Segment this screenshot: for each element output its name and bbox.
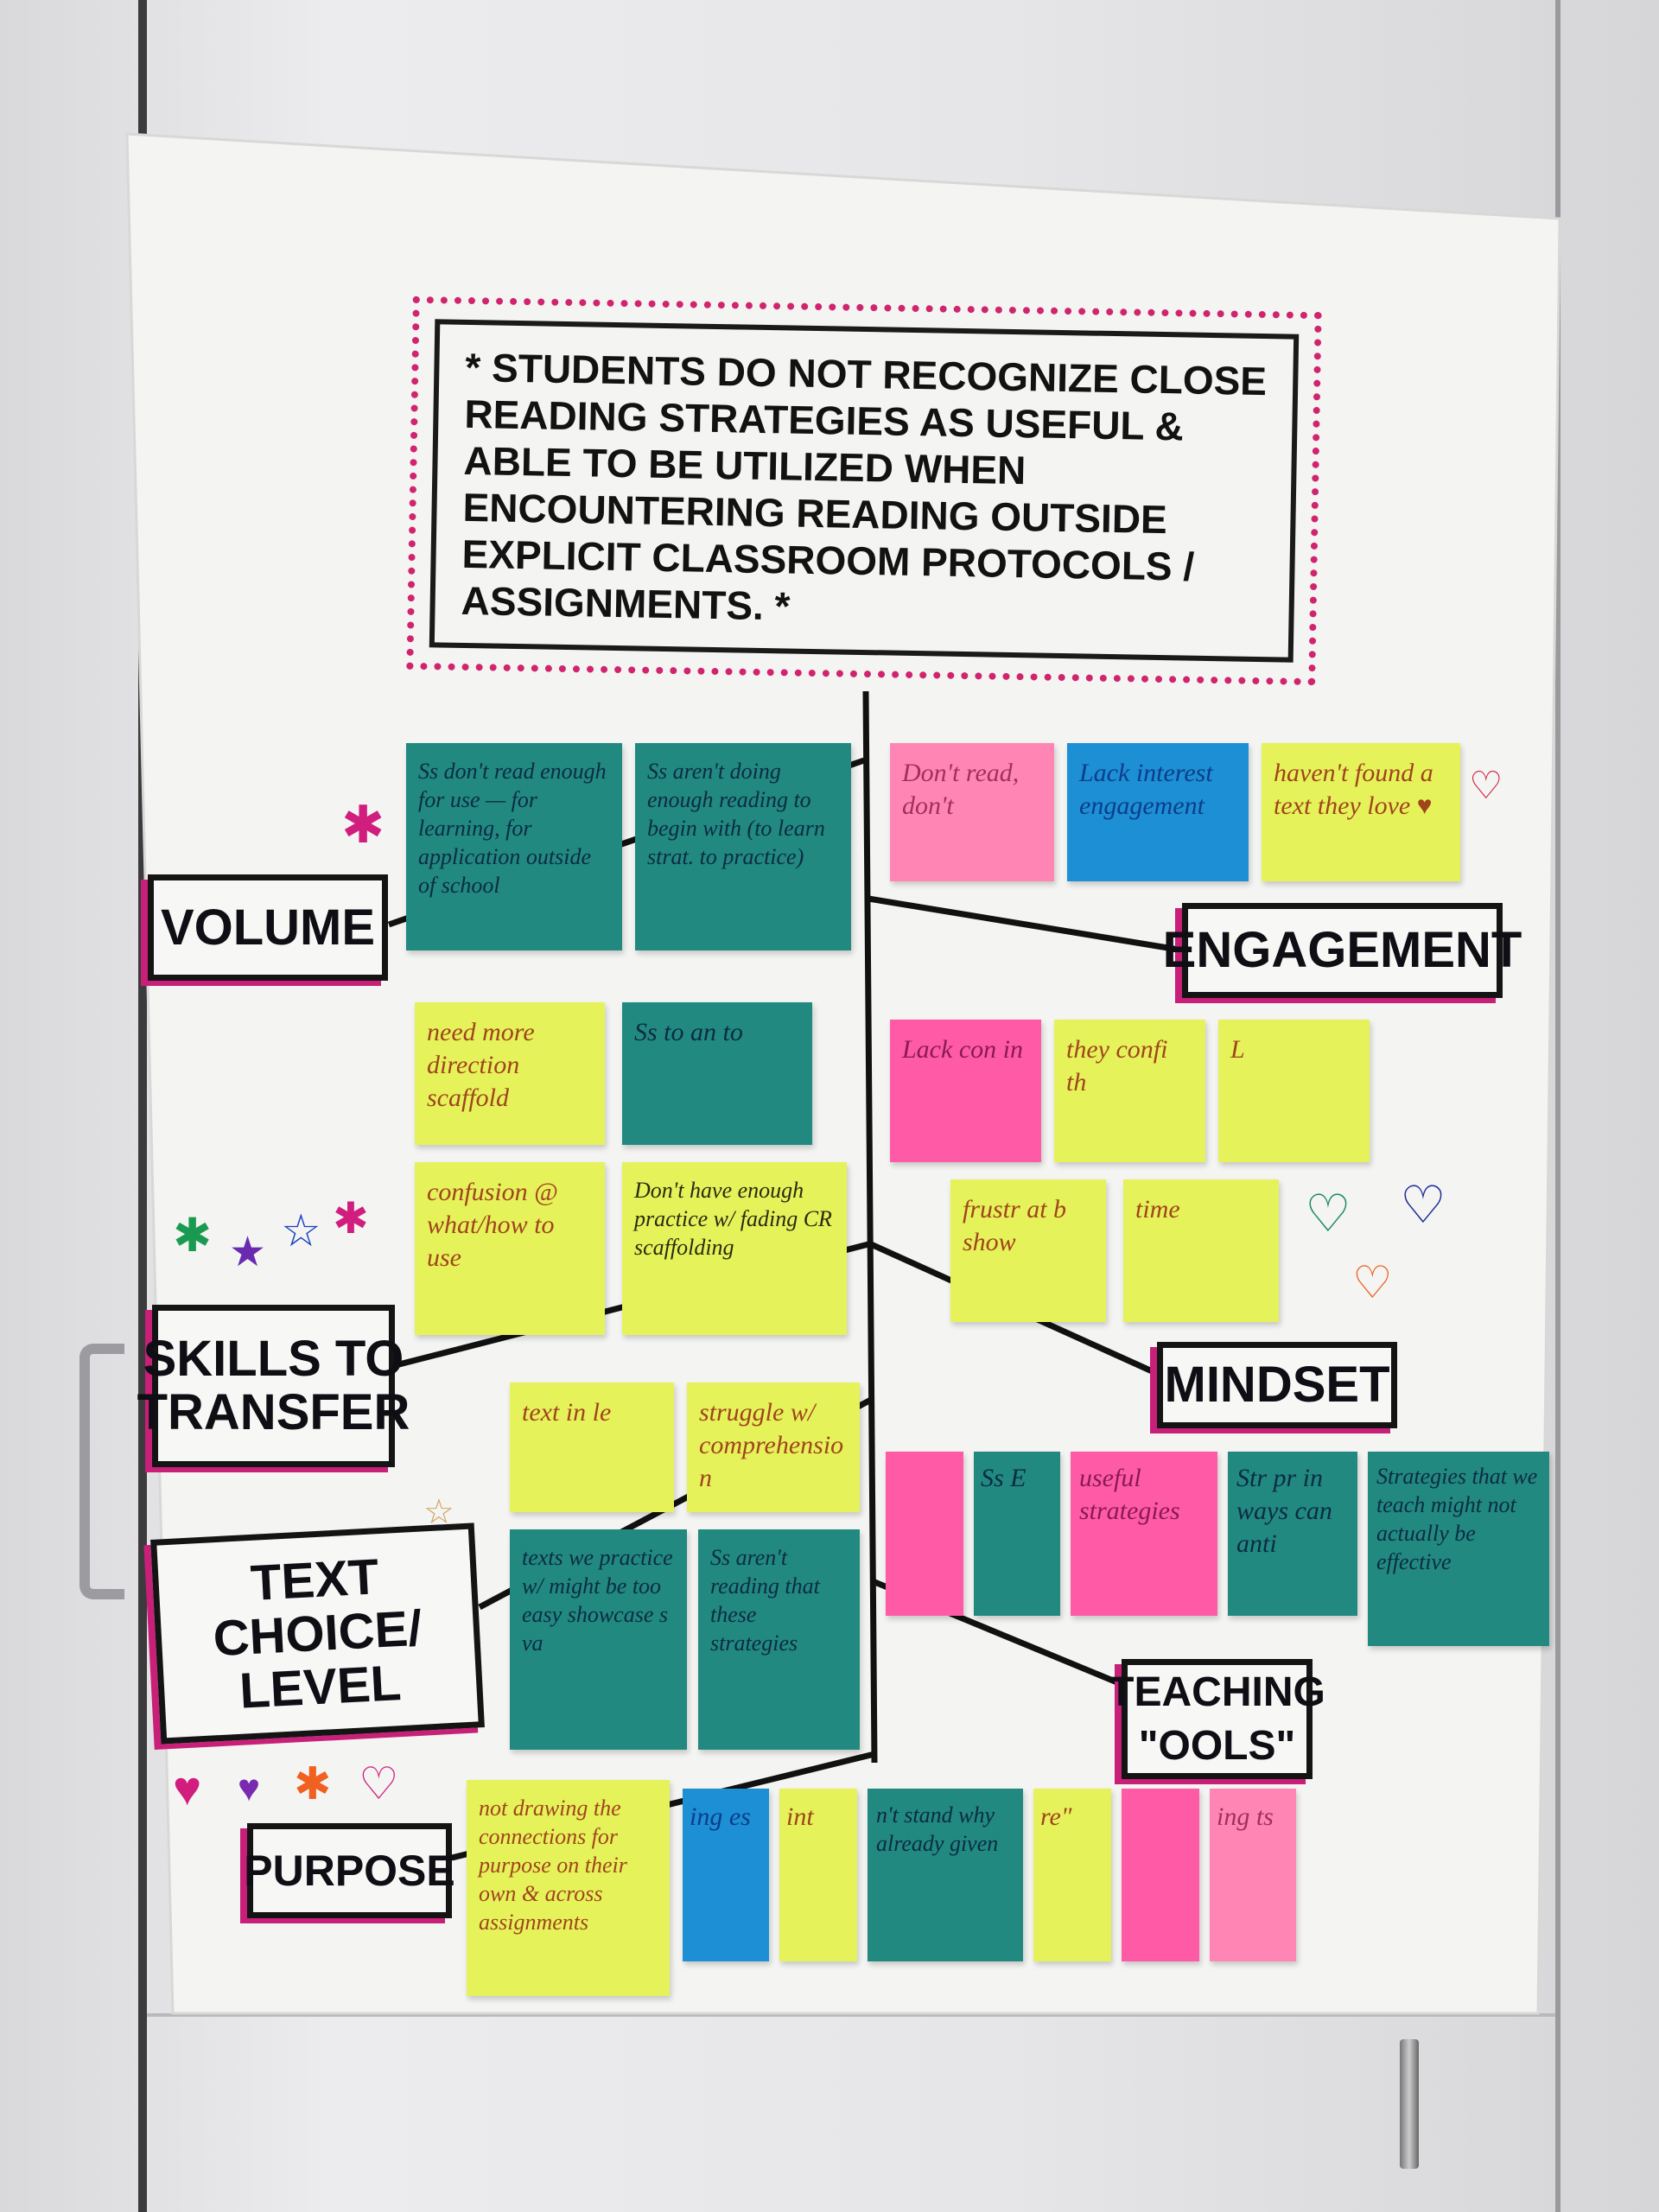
asterisk-doodle-icon: ✱ (173, 1210, 213, 1262)
sticky-note[interactable]: Lack interest engagement (1067, 743, 1249, 881)
sticky-note[interactable]: ing es (683, 1789, 769, 1961)
cabinet-seam-horizontal (147, 2013, 1555, 2017)
asterisk-doodle-icon: ✱ (333, 1194, 369, 1243)
sticky-note[interactable]: re" (1033, 1789, 1111, 1961)
heart-doodle-icon: ♡ (1469, 765, 1503, 807)
sticky-note[interactable]: Don't read, don't (890, 743, 1054, 881)
sticky-note[interactable]: ing ts (1210, 1789, 1296, 1961)
sticky-note[interactable]: texts we practice w/ might be too easy s… (510, 1529, 687, 1750)
sticky-note[interactable]: text in le (510, 1382, 674, 1512)
sticky-note[interactable]: useful strategies (1071, 1452, 1217, 1616)
sticky-note[interactable]: int (779, 1789, 857, 1961)
sticky-note[interactable]: Ss E (974, 1452, 1060, 1616)
cabinet-seam (1555, 0, 1560, 2212)
heart-doodle-icon: ♥ (173, 1761, 202, 1815)
cabinet-handle[interactable] (79, 1344, 124, 1599)
hinge-icon (1400, 2039, 1419, 2169)
heart-doodle-icon: ♡ (1352, 1258, 1393, 1308)
sticky-note[interactable]: Ss aren't doing enough reading to begin … (635, 743, 851, 950)
sticky-note[interactable]: time (1123, 1179, 1279, 1322)
sticky-note[interactable]: Ss to an to (622, 1002, 812, 1145)
sticky-note[interactable]: n't stand why already given (868, 1789, 1023, 1961)
problem-statement-box: * STUDENTS do NOT RECOGNIZE CLOSE READIN… (406, 296, 1322, 686)
star-doodle-icon: ★ (229, 1230, 267, 1275)
sticky-note[interactable]: Lack con in (890, 1020, 1041, 1162)
heart-doodle-icon: ♡ (1305, 1185, 1351, 1243)
sticky-note[interactable]: not drawing the connections for purpose … (467, 1780, 670, 1996)
category-skills-to-transfer: SKILLS to TRANSFER (137, 1305, 410, 1467)
heart-doodle-icon: ♥ (238, 1767, 261, 1809)
category-volume: VOLUME (148, 874, 388, 981)
sticky-note[interactable]: Ss don't read enough for use — for learn… (406, 743, 622, 950)
category-teaching-tools: TEACHING "OOLS" (1109, 1659, 1325, 1779)
category-engagement: ENGAGEMENT (1163, 903, 1522, 998)
star-doodle-icon: ☆ (423, 1493, 454, 1531)
sticky-note[interactable]: struggle w/ comprehension (687, 1382, 860, 1512)
cabinet-edge (138, 0, 147, 2212)
heart-doodle-icon: ♡ (359, 1759, 399, 1809)
heart-doodle-icon: ♡ (1400, 1176, 1446, 1234)
sticky-note[interactable] (1122, 1789, 1199, 1961)
asterisk-doodle-icon: ✱ (294, 1759, 332, 1809)
sticky-note[interactable] (886, 1452, 963, 1616)
sticky-note[interactable]: need more direction scaffold (415, 1002, 605, 1145)
problem-statement: * STUDENTS do NOT RECOGNIZE CLOSE READIN… (461, 344, 1268, 629)
category-mindset: MINDSET (1157, 1342, 1397, 1428)
sticky-note[interactable]: confusion @ what/how to use (415, 1162, 605, 1335)
star-doodle-icon: ☆ (281, 1206, 321, 1256)
sticky-note[interactable]: frustr at b show (950, 1179, 1106, 1322)
branch-engagement (868, 895, 1185, 954)
category-text-choice-level: TEXT CHOICE/ LEVEL (150, 1522, 485, 1745)
sticky-note[interactable]: Str pr in ways can anti (1228, 1452, 1357, 1616)
sticky-note[interactable]: Strategies that we teach might not actua… (1368, 1452, 1549, 1646)
sticky-note[interactable]: Don't have enough practice w/ fading CR … (622, 1162, 847, 1335)
sticky-note[interactable]: L (1218, 1020, 1370, 1162)
sticky-note[interactable]: Ss aren't reading that these strategies (698, 1529, 860, 1750)
asterisk-doodle-icon: ✱ (341, 796, 385, 854)
sticky-note[interactable]: they confi th (1054, 1020, 1205, 1162)
category-purpose: PURPOSE (244, 1823, 455, 1918)
sticky-note[interactable]: haven't found a text they love ♥ (1262, 743, 1460, 881)
